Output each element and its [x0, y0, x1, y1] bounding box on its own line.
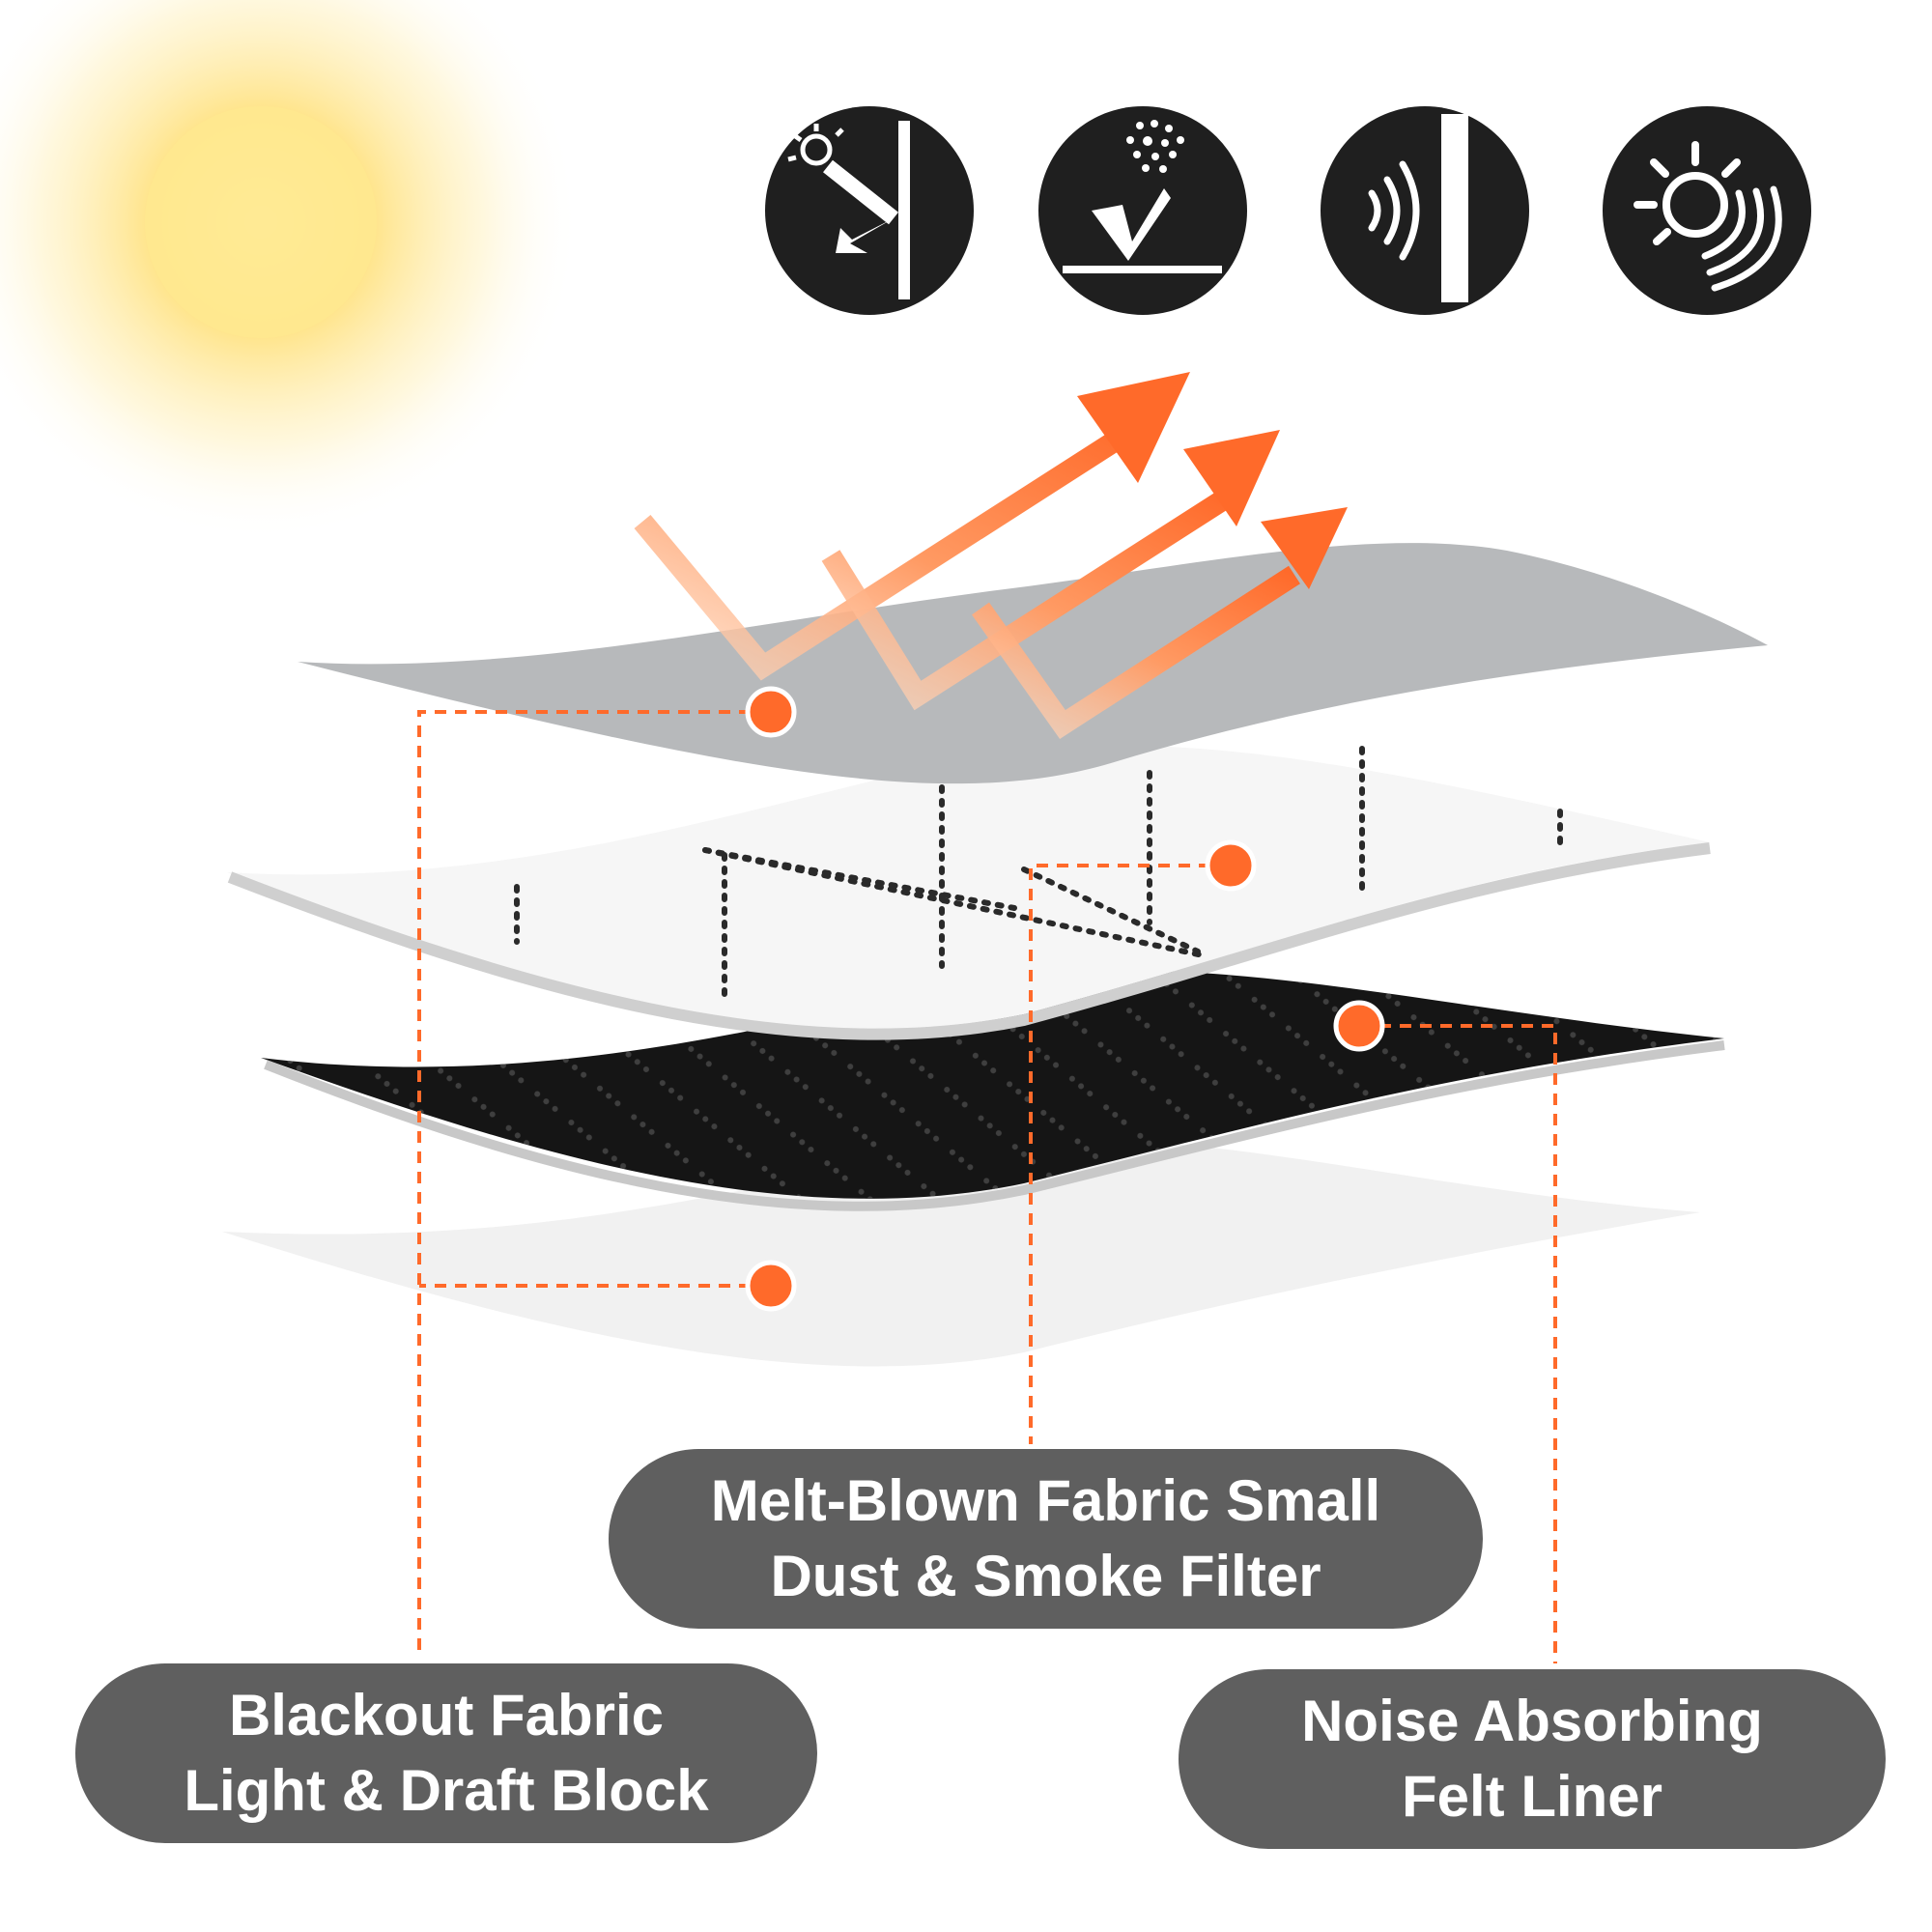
marker-felt — [1333, 1000, 1385, 1052]
label-blackout-line2: Light & Draft Block — [184, 1758, 709, 1823]
sun-blocked-by-wall-icon — [765, 106, 974, 315]
leader-lines — [417, 710, 1557, 1663]
label-blackout-line1: Blackout Fabric — [228, 1683, 665, 1747]
label-meltblown: Melt-Blown Fabric Small Dust & Smoke Fil… — [609, 1449, 1483, 1629]
icon-row — [765, 106, 1811, 315]
layer-markers — [745, 686, 1385, 1312]
reflection-arrows — [634, 415, 1300, 739]
label-noise-line2: Felt Liner — [1401, 1764, 1663, 1829]
label-meltblown-line1: Melt-Blown Fabric Small — [710, 1468, 1381, 1533]
label-noise: Noise Absorbing Felt Liner — [1179, 1669, 1886, 1849]
layer-blackout — [298, 543, 1768, 784]
layer-meltblown — [227, 745, 1711, 1040]
marker-liner — [745, 1260, 797, 1312]
label-noise-line1: Noise Absorbing — [1301, 1689, 1763, 1753]
sound-barrier-icon — [1321, 106, 1529, 315]
sun-graphic — [0, 0, 580, 541]
label-meltblown-line2: Dust & Smoke Filter — [770, 1544, 1321, 1608]
heat-wave-icon — [1603, 106, 1811, 315]
marker-meltblown — [1205, 839, 1257, 892]
arrow-heads — [1077, 372, 1348, 589]
dust-filter-icon — [1038, 106, 1247, 315]
layer-liner — [222, 1138, 1700, 1367]
label-blackout: Blackout Fabric Light & Draft Block — [75, 1663, 817, 1843]
marker-blackout — [745, 686, 797, 738]
